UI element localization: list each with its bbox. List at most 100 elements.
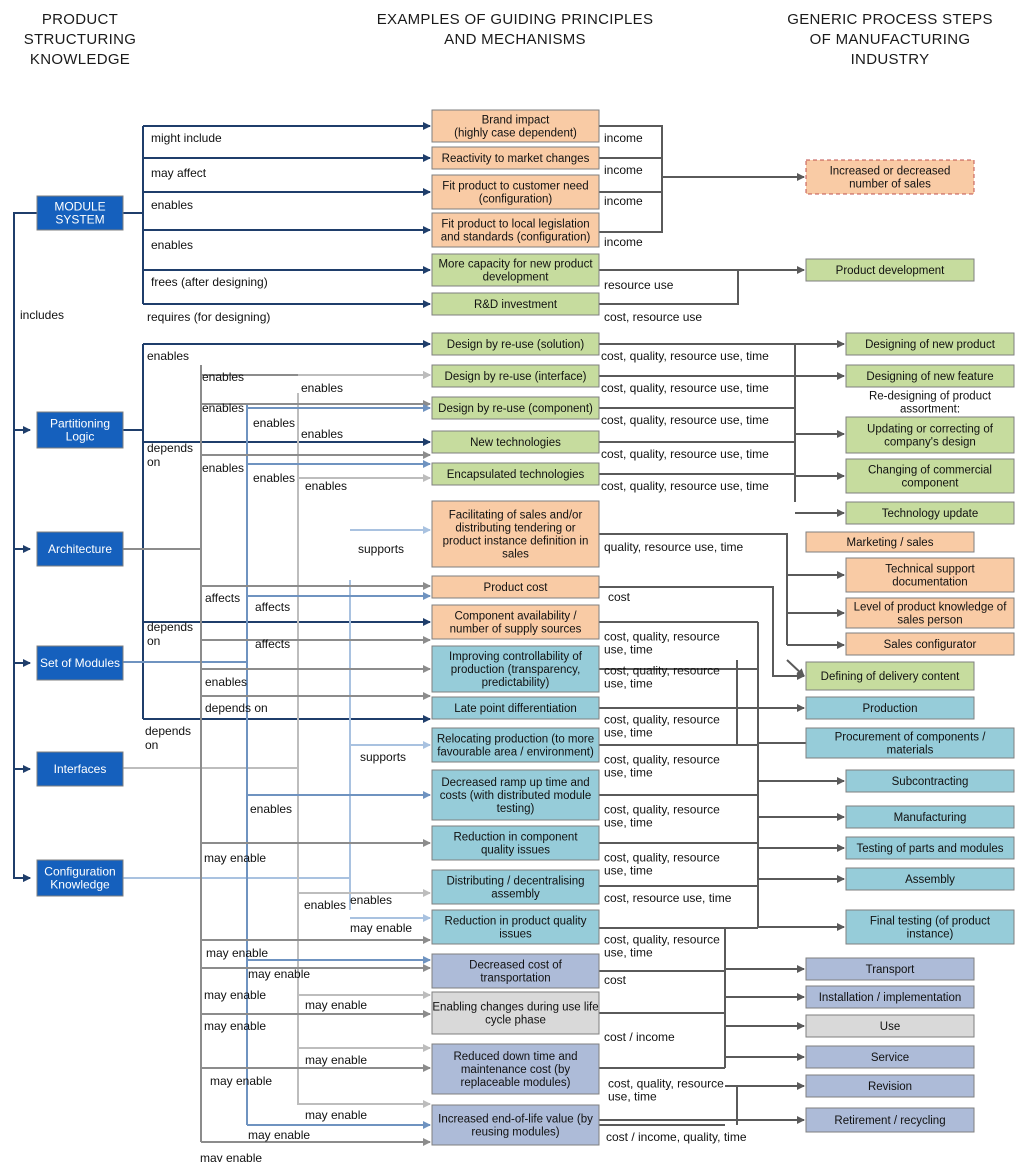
relation-label: may enable — [305, 1108, 367, 1122]
impact-label: cost — [604, 973, 627, 987]
mechanism-box: Encapsulated technologies — [431, 462, 600, 486]
income-bundle — [599, 125, 663, 233]
mechanism-box-label: Product cost — [484, 582, 549, 594]
process-box-label: Technology update — [882, 508, 979, 520]
process-box-label: Designing of new feature — [866, 371, 993, 383]
process-box-label: Production — [863, 703, 918, 715]
process-box-label: Installation / implementation — [819, 992, 962, 1004]
process-box-label: Manufacturing — [894, 812, 967, 824]
delivery-arrow — [786, 659, 805, 677]
relation-label: enables — [202, 370, 244, 384]
relation-label: may enable — [200, 1151, 262, 1162]
relation-label: may enable — [204, 988, 266, 1002]
mechanism-box: Design by re-use (solution) — [431, 332, 600, 356]
process-box-label: Assembly — [905, 874, 955, 886]
relation-label: enables — [305, 479, 347, 493]
impact-label: cost, quality, resource use, time — [601, 381, 769, 395]
process-box: Designing of new feature — [845, 364, 1015, 388]
mechanism-box: R&D investment — [431, 292, 600, 316]
mechanism-box-label: Encapsulated technologies — [447, 469, 585, 481]
impact-label: income — [604, 131, 643, 145]
relation-label: depends on — [205, 701, 268, 715]
relation-label: may enable — [305, 998, 367, 1012]
process-box: Retirement / recycling — [805, 1107, 975, 1133]
relation-label: may affect — [151, 166, 207, 180]
header-product-structuring-knowledge: PRODUCT STRUCTURING KNOWLEDGE — [23, 11, 137, 68]
mechanism-box-label: Fit product to customer need(configurati… — [442, 181, 588, 206]
mechanism-box: Design by re-use (interface) — [431, 364, 600, 388]
process-box-label: Transport — [866, 964, 916, 976]
relation-label: affects — [255, 600, 290, 614]
relation-label: enables — [301, 427, 343, 441]
mechanism-box: Product cost — [431, 575, 600, 599]
relation-label: enables — [205, 675, 247, 689]
impact-label: cost, quality, resource use, time — [601, 479, 769, 493]
source-setmodules-label: Set of Modules — [40, 656, 120, 670]
relation-label: may enable — [206, 946, 268, 960]
relation-label: affects — [255, 637, 290, 651]
process-box-label: Use — [880, 1021, 900, 1033]
relation-label: requires (for designing) — [147, 310, 270, 324]
relation-label: enables — [253, 471, 295, 485]
process-box-label: Retirement / recycling — [834, 1115, 945, 1127]
impact-label: cost / income, quality, time — [606, 1130, 747, 1144]
process-box-label: Marketing / sales — [847, 537, 934, 549]
mechanism-box-label: Brand impact(highly case dependent) — [454, 115, 577, 140]
impact-label: income — [604, 163, 643, 177]
relation-label: enables — [350, 893, 392, 907]
process-box: Assembly — [845, 867, 1015, 891]
process-box-label: Subcontracting — [892, 776, 969, 788]
process-box: Procurement of components /materials — [805, 727, 1015, 759]
process-box: Subcontracting — [845, 769, 1015, 793]
impact-label: income — [604, 235, 643, 249]
process-box: Service — [805, 1045, 975, 1069]
process-box-label: Testing of parts and modules — [856, 843, 1003, 855]
process-box: Use — [805, 1014, 975, 1038]
connector-lines — [13, 122, 845, 1146]
mechanism-box: Fit product to customer need(configurati… — [431, 174, 600, 210]
relation-label: enables — [202, 401, 244, 415]
relation-label: might include — [151, 131, 222, 145]
mechanism-box-label: Reactivity to market changes — [442, 153, 590, 165]
process-box: Revision — [805, 1074, 975, 1098]
source-architecture-label: Architecture — [48, 542, 112, 556]
relation-label: supports — [360, 750, 406, 764]
mechanism-box: Design by re-use (component) — [431, 396, 600, 420]
relation-label: may enable — [210, 1074, 272, 1088]
